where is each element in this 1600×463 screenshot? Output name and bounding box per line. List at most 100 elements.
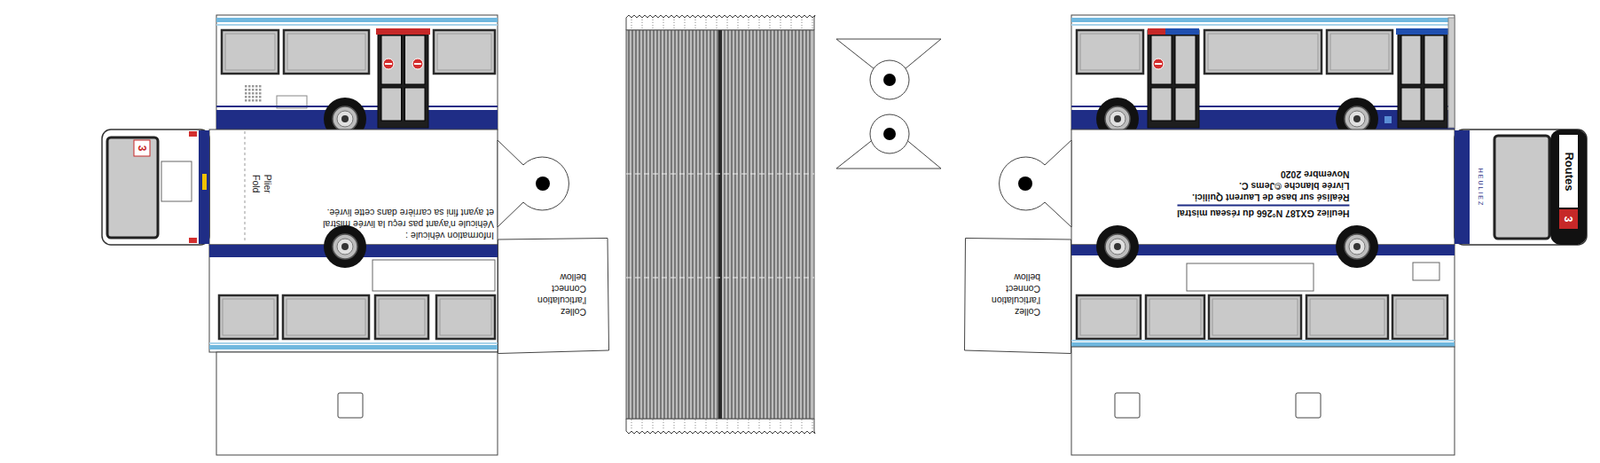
livery-stripe: [209, 342, 498, 345]
fold-mark: [663, 419, 665, 430]
bus-window: [1076, 295, 1141, 339]
bellows-fold: [652, 30, 654, 419]
wheel-hub: [1109, 110, 1126, 127]
wheel-hub: [337, 110, 353, 127]
bellows-fold: [635, 30, 636, 419]
fold-label: Plier: [262, 173, 273, 193]
bellows-fold: [741, 30, 743, 419]
no-entry-bar: [1154, 62, 1162, 65]
bellows-fold: [677, 30, 679, 419]
door-glass: [1175, 87, 1196, 121]
bellows-fold: [748, 30, 750, 419]
bus-window: [219, 295, 278, 339]
bellows-fold: [656, 30, 658, 419]
bellows-fold: [762, 30, 764, 419]
grille-dot: [255, 85, 259, 88]
bellows-fold: [734, 30, 736, 419]
bellows-fold: [769, 30, 771, 419]
text-block: Heuliez GX187 N°266 du réseau mistralRéa…: [1176, 167, 1350, 220]
round-tab: [999, 140, 1072, 228]
window-pane: [439, 298, 492, 336]
wheel-nut: [1353, 115, 1361, 123]
grille-dot: [251, 88, 255, 92]
bus-window: [1306, 295, 1389, 339]
grille-dot: [244, 92, 248, 95]
window-pane: [1080, 298, 1138, 336]
livery-stripe: [216, 23, 498, 26]
fold-mark: [716, 19, 718, 30]
bellows-fold: [698, 30, 700, 419]
bellows-fold: [808, 30, 810, 419]
bus-window: [1392, 295, 1448, 339]
no-entry-sign: [1152, 58, 1164, 70]
bellows-fold: [638, 30, 640, 419]
door-sign: [1396, 28, 1450, 35]
grille-dot: [248, 92, 251, 95]
fold-mark: [642, 19, 644, 30]
windshield: [1494, 135, 1550, 239]
bellows-fold: [645, 30, 647, 419]
bellows-fold: [705, 30, 707, 419]
floor-flap: [1071, 346, 1455, 455]
glue-square: [1114, 392, 1140, 418]
bellows-fold: [787, 30, 789, 419]
grille-dot: [258, 92, 262, 95]
bellows-fold: [759, 30, 761, 419]
wheel-rim: [1344, 234, 1370, 259]
grille-dot: [258, 88, 262, 92]
fold-mark: [705, 19, 707, 30]
grille-dot: [251, 95, 255, 99]
roof-panel-outline: [209, 129, 498, 245]
wheel-rim: [1105, 234, 1130, 259]
marker: [1384, 116, 1392, 124]
bus-window: [436, 295, 495, 339]
bellows-fold: [773, 30, 775, 419]
fold-mark: [684, 19, 686, 30]
fold-mark: [801, 19, 803, 30]
window-pane: [1207, 33, 1318, 71]
front-mask: [1550, 129, 1587, 245]
fold-mark: [674, 19, 675, 30]
fold-mark: [695, 419, 697, 430]
grille-dot: [251, 85, 255, 88]
bellows-fold: [794, 30, 796, 419]
grille-dot: [248, 85, 251, 88]
wheel-rim: [332, 106, 358, 132]
bellows-fold: [801, 30, 803, 419]
panel-outline: [1186, 263, 1314, 291]
glue-square: [337, 392, 363, 418]
grille-dot: [258, 95, 262, 99]
bus-window: [1326, 30, 1393, 74]
tab-hole: [535, 176, 550, 191]
wheel-tyre: [323, 225, 367, 268]
livery-stripe: [1071, 23, 1455, 26]
bellows-fold: [805, 30, 807, 419]
grille-dot: [255, 95, 259, 99]
fold-mark: [727, 419, 729, 430]
wheel-hub: [337, 238, 353, 255]
bellows-fold: [755, 30, 757, 419]
door-glass: [405, 87, 426, 121]
bellows-edge: [626, 418, 816, 434]
fold-mark: [652, 19, 654, 30]
grille-dot: [251, 99, 255, 102]
fold-mark: [769, 419, 771, 430]
door-glass: [1151, 35, 1172, 85]
glue-instruction: Connect bellow: [1005, 270, 1041, 294]
fold-mark: [705, 419, 707, 430]
bus-window: [283, 30, 369, 74]
info-text: Véhicule n'ayant pas reçu la livrée mist…: [318, 206, 495, 230]
fold-mark: [780, 419, 782, 430]
fold-mark: [759, 19, 761, 30]
bellows-fold: [776, 30, 778, 419]
wheel-hub: [1349, 238, 1365, 255]
fold-mark: [748, 419, 750, 430]
tail-light: [188, 237, 197, 244]
fold-mark: [812, 419, 814, 430]
fold-mark: [759, 419, 761, 430]
grille-dot: [248, 99, 251, 102]
bellows-fold: [723, 30, 725, 419]
livery-stripe: [1071, 17, 1455, 23]
fold-mark: [791, 19, 793, 30]
wheel-nut: [1353, 243, 1361, 251]
